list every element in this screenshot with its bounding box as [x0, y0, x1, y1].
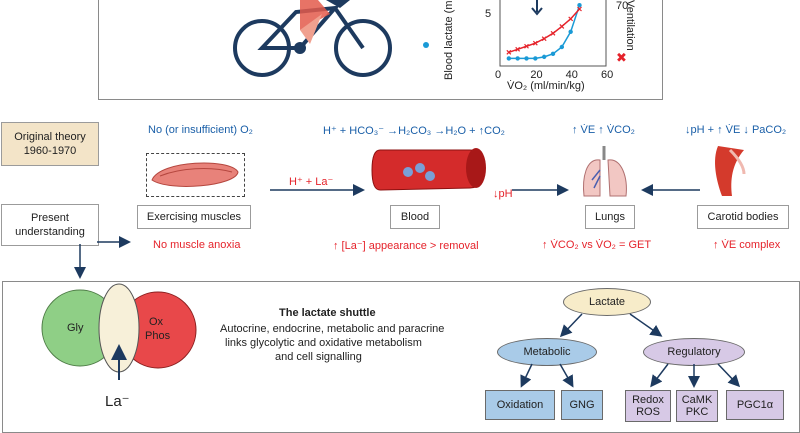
bike-wheel-front	[334, 19, 392, 77]
metabolic-node: Metabolic	[497, 338, 597, 366]
la-label: La⁻	[105, 393, 130, 410]
rider-leg	[300, 14, 322, 44]
shuttle-desc-2: links glycolytic and oxidative metabolis…	[225, 337, 422, 349]
lactate-point	[550, 51, 556, 57]
camk-node: CaMK PKC	[676, 390, 718, 422]
shuttle-title: The lactate shuttle	[279, 307, 376, 319]
chart-xlabel: V̇O₂ (ml/min/kg)	[507, 80, 585, 92]
lactate-point	[515, 56, 520, 61]
ventilation-point	[559, 24, 565, 29]
lactate-point	[506, 56, 512, 61]
x-tick-label: 20	[530, 69, 543, 81]
bicarbonate-equation: H⁺ + HCO₃⁻ →H₂CO₃ →H₂O + ↑CO₂	[323, 125, 505, 137]
lungs-box: Lungs	[585, 205, 635, 229]
lactate-point	[524, 56, 529, 61]
blood-box: Blood	[390, 205, 440, 229]
top-panel	[98, 0, 663, 100]
no-muscle-anoxia-label: No muscle anoxia	[153, 239, 241, 251]
ventilation-point	[515, 46, 521, 52]
ox-label: Ox	[149, 316, 164, 328]
present-understanding-box: Present understanding	[1, 204, 99, 246]
ventilation-point	[524, 43, 529, 49]
lactate-point	[533, 56, 538, 61]
ph-ve-paco2-label: ↓pH + ↑ V̇E ↓ PaCO₂	[685, 124, 787, 136]
pgc1a-node: PGC1α	[726, 390, 784, 420]
lactate-point	[577, 2, 582, 8]
exercising-muscles-box: Exercising muscles	[137, 205, 251, 229]
redox-node: Redox ROS	[625, 390, 671, 422]
regulatory-node: Regulatory	[643, 338, 745, 366]
down-ph-label: ↓pH	[493, 188, 513, 200]
ventilation-point	[568, 16, 574, 22]
carotid-bodies-box: Carotid bodies	[697, 205, 789, 229]
muscle-illustration-frame	[146, 153, 245, 197]
ventilation-legend-x-icon: ✖	[616, 50, 627, 65]
chart-ytick-right: 70	[616, 0, 629, 12]
bike-frame	[257, 5, 365, 50]
flow-arrows	[74, 184, 700, 279]
shuttle-desc-1: Autocrine, endocrine, metabolic and para…	[220, 323, 445, 335]
h-la-label: H⁺ + La⁻	[289, 176, 334, 188]
pkc-label: PKC	[685, 406, 709, 418]
lactate-point	[541, 54, 547, 60]
la-appearance-label: ↑ [La⁻] appearance > removal	[333, 240, 479, 252]
oxidation-node: Oxidation	[485, 390, 555, 420]
gng-node: GNG	[561, 390, 603, 420]
phos-label: Phos	[145, 330, 171, 342]
ve-vco2-label: ↑ V̇E ↑ V̇CO₂	[572, 124, 635, 136]
ventilation-point	[550, 30, 556, 36]
gly-label: Gly	[67, 322, 84, 334]
vco2-get-label: ↑ V̇CO₂ vs V̇O₂ = GET	[542, 239, 652, 251]
bike-crank	[294, 42, 306, 54]
chart-axes	[499, 0, 607, 67]
camk-label: CaMK	[681, 394, 713, 406]
lactate-point	[568, 29, 573, 34]
x-tick-label: 60	[601, 69, 614, 81]
lactate-node: Lactate	[563, 288, 651, 316]
threshold-arrow-icon	[531, 0, 543, 16]
blood-lactate-legend-dot	[423, 42, 429, 48]
lactate-point	[559, 44, 565, 50]
shuttle-desc-3: and cell signalling	[275, 351, 362, 363]
top-chart	[499, 0, 607, 67]
muscle-icon	[151, 162, 239, 187]
ve-complex-label: ↑ V̇E complex	[713, 239, 781, 251]
hierarchy-arrows	[520, 313, 741, 388]
original-theory-box: Original theory 1960-1970	[1, 122, 99, 166]
ventilation-point	[532, 40, 538, 46]
ventilation-point	[577, 6, 582, 12]
bicycle-icon	[233, 5, 392, 77]
redox-label: Redox	[632, 394, 664, 406]
ventilation-point	[541, 36, 547, 42]
carotid-icon	[715, 146, 746, 196]
x-tick-label: 40	[565, 69, 578, 81]
chart-ytick-left: 5	[485, 8, 492, 20]
rider-body	[300, 0, 330, 30]
blood-vessel-icon	[371, 148, 486, 191]
ros-label: ROS	[636, 406, 660, 418]
lungs-icon	[583, 146, 627, 197]
x-tick-label: 0	[495, 69, 502, 81]
no-o2-label: No (or insufficient) O₂	[148, 124, 253, 136]
ventilation-point	[506, 49, 512, 55]
cyclist-illustration	[233, 0, 392, 77]
shuttle-circles	[41, 283, 197, 380]
rider-back	[326, 0, 350, 8]
